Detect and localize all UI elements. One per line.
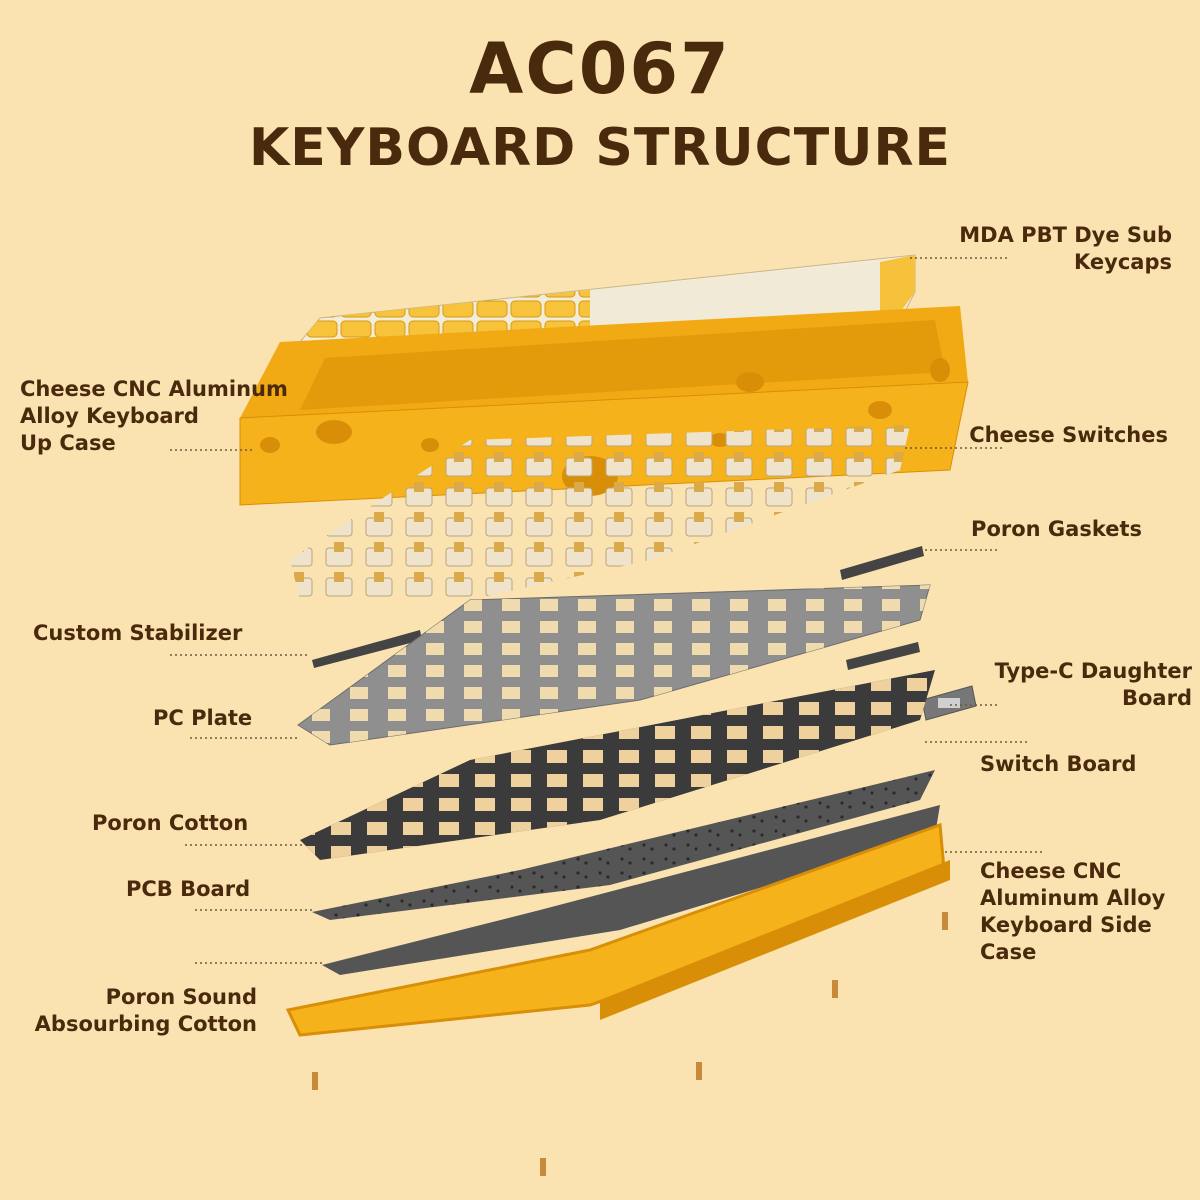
label-side-case: Cheese CNC Aluminum Alloy Keyboard Side …	[980, 859, 1166, 964]
daughter-board-layer	[921, 685, 977, 721]
label-type-c-daughter-board: Type-C Daughter Board	[994, 659, 1192, 710]
screws	[312, 912, 948, 1176]
side-case-layer	[285, 822, 950, 1037]
leader-lines	[170, 257, 1045, 964]
label-sound-cotton: Poron Sound Absourbing Cotton	[34, 985, 257, 1036]
subtitle: KEYBOARD STRUCTURE	[248, 118, 952, 178]
label-up-case: Cheese CNC Aluminum Alloy Keyboard Up Ca…	[20, 377, 288, 455]
switch-board-layer	[300, 670, 935, 860]
label-pcb-board: PCB Board	[126, 877, 251, 901]
pcb-board-layer	[312, 770, 935, 920]
label-keycaps: MDA PBT Dye Sub Keycaps	[959, 223, 1172, 274]
label-pc-plate: PC Plate	[153, 706, 253, 730]
label-poron-cotton: Poron Cotton	[92, 811, 249, 835]
switches-layer	[290, 425, 910, 600]
label-poron-gaskets: Poron Gaskets	[971, 517, 1142, 541]
label-custom-stabilizer: Custom Stabilizer	[33, 621, 243, 645]
sound-cotton-layer	[322, 805, 940, 975]
pc-plate-layer	[297, 584, 931, 746]
label-switch-board: Switch Board	[980, 752, 1137, 776]
gaskets-layer	[312, 546, 924, 670]
label-cheese-switches: Cheese Switches	[969, 423, 1168, 447]
main-title: AC067	[469, 28, 731, 110]
